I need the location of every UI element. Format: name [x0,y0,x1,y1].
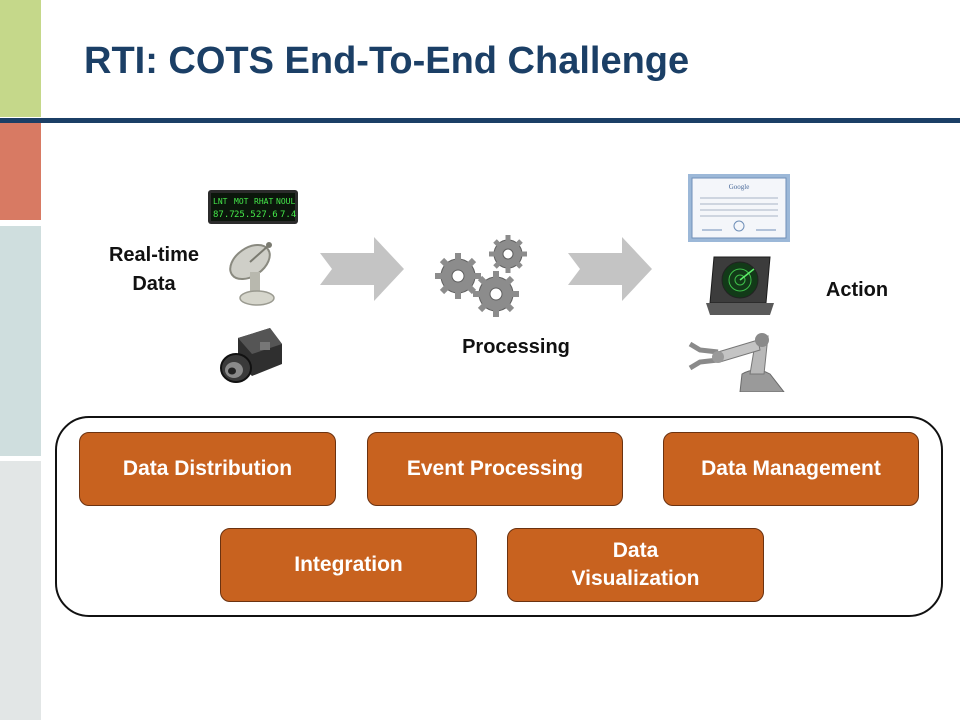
event-processing-box: Event Processing [367,432,623,506]
data-management-box: Data Management [663,432,919,506]
data-distribution-box: Data Distribution [79,432,336,506]
arrow-icon [568,237,652,301]
sidebar-stripe-teal [0,226,41,456]
real-time-data-label-line2: Data [132,273,176,295]
sidebar-stripe-green [0,0,41,117]
integration-box: Integration [220,528,477,602]
action-label: Action [825,279,889,301]
camera-icon [220,328,282,383]
satellite-dish-icon [229,242,275,306]
real-time-data-label: Real-time Data [92,241,216,299]
radar-screen-icon [706,256,774,315]
gears-icon [435,235,527,317]
processing-label: Processing [462,336,570,358]
capabilities-panel [55,416,943,617]
led-value-1: 87.7 [213,210,235,220]
led-value-4: 7.4 [280,210,296,220]
led-header-2: MOT [234,197,249,206]
led-display-icon: LNT MOT RHAT NOUL 87.7 25.5 27.6 7.4 [208,190,298,224]
sidebar-stripe-gray [0,461,41,720]
arrow-icon [320,237,404,301]
led-value-3: 27.6 [256,210,278,220]
led-value-2: 25.5 [234,210,256,220]
data-visualization-line1: Data [612,539,659,562]
data-visualization-box: Data Visualization [507,528,764,602]
sidebar-stripe-red [0,122,41,220]
title-divider [0,118,960,123]
svg-text:Google: Google [729,183,750,191]
robot-arm-icon [688,333,785,392]
page-title: RTI: COTS End-To-End Challenge [84,40,690,82]
data-visualization-line2: Visualization [571,567,700,590]
led-header-4: NOUL [276,197,295,206]
real-time-data-label-line1: Real-time [108,244,200,266]
led-header-1: LNT [213,197,228,206]
led-header-3: RHAT [254,197,273,206]
certificate-icon: Google [688,174,790,242]
